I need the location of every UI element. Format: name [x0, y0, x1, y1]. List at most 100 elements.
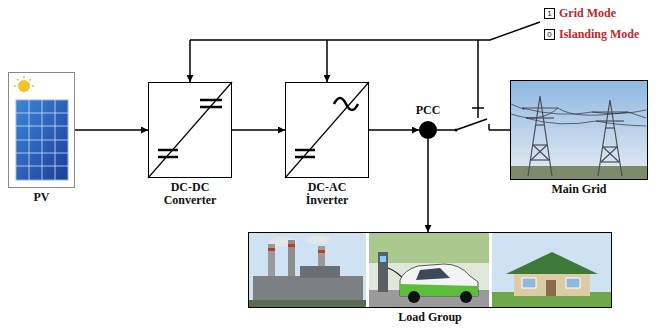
power-grid-picture	[511, 81, 647, 179]
converter-symbol	[158, 149, 178, 152]
switch-symbol	[454, 119, 489, 134]
inverter-symbol	[285, 82, 369, 178]
power-grid-picture	[511, 104, 646, 126]
power-grid-picture	[533, 144, 547, 145]
house-picture	[514, 272, 590, 296]
switch-symbol	[456, 119, 487, 130]
factory-picture	[268, 248, 275, 251]
house-picture	[492, 233, 611, 307]
factory-picture	[318, 250, 325, 253]
power-grid-picture	[601, 147, 617, 162]
solar-panel-picture	[30, 79, 32, 81]
node-caption: Main Grid	[551, 183, 606, 196]
connector	[369, 129, 419, 131]
connector	[232, 129, 285, 131]
power-grid-picture	[603, 146, 617, 147]
house-picture	[522, 278, 536, 288]
solar-panel-picture	[9, 73, 74, 187]
solar-panel-picture	[16, 113, 68, 114]
load-group-box: Load Group	[248, 232, 612, 308]
inverter-symbol	[285, 82, 369, 178]
solar-panel-picture	[16, 166, 68, 167]
house-picture	[492, 233, 611, 307]
connector	[427, 139, 429, 232]
connector	[75, 129, 148, 131]
solar-panel-picture	[17, 79, 19, 81]
converter-symbol	[200, 106, 222, 109]
factory-picture	[249, 233, 366, 307]
solar-panel-picture	[23, 76, 25, 78]
converter-box: DC-DC Converter	[148, 82, 232, 178]
solar-panel-picture	[16, 100, 68, 180]
inverter-symbol	[295, 156, 315, 159]
switch-symbol	[488, 124, 490, 130]
node-caption: PV	[34, 191, 50, 204]
power-grid-picture	[511, 108, 646, 118]
mode-number-box: 0	[544, 29, 555, 40]
solar-panel-picture	[16, 100, 68, 180]
inverter-symbol	[295, 149, 315, 152]
house-picture	[506, 252, 598, 274]
node-caption: Load Group	[398, 311, 461, 324]
converter-symbol	[148, 82, 232, 178]
mode-label: Grid Mode	[559, 6, 616, 20]
solar-panel-picture	[32, 85, 34, 87]
control-wire	[189, 40, 191, 82]
solar-panel-picture	[9, 73, 74, 187]
factory-picture	[249, 300, 366, 307]
power-grid-picture	[605, 127, 615, 128]
control-wire	[190, 22, 540, 40]
mode-label: Islanding Mode	[559, 27, 639, 41]
mode-number: 0	[545, 30, 554, 39]
pv-box: PV	[8, 72, 75, 188]
node-caption: PCC	[416, 104, 441, 117]
electric-car-picture	[378, 252, 388, 292]
node-caption: DC-AC İnverter	[291, 181, 363, 207]
solar-panel-picture	[16, 153, 68, 154]
power-grid-picture	[522, 96, 628, 176]
factory-picture	[288, 244, 295, 247]
solar-panel-picture	[18, 80, 30, 92]
electric-car-picture	[369, 233, 489, 307]
solar-panel-picture	[16, 140, 68, 141]
power-grid-picture	[526, 118, 646, 126]
inverter-symbol	[334, 98, 358, 110]
power-grid-picture	[511, 81, 647, 179]
electric-car-picture	[380, 256, 386, 262]
mode-number: 1	[545, 9, 554, 18]
power-grid-picture	[533, 145, 549, 160]
power-grid-picture	[601, 161, 619, 162]
electric-car-picture	[416, 268, 450, 280]
power-grid-picture	[522, 107, 558, 108]
house-picture	[566, 278, 580, 288]
node-caption: DC-DC Converter	[154, 181, 226, 207]
mode-number-box: 1	[544, 8, 555, 19]
main-grid-box: Main Grid	[510, 80, 648, 180]
control-wire	[190, 22, 540, 118]
solar-panel-picture	[14, 76, 34, 86]
converter-symbol	[148, 82, 232, 178]
inverter-box: DC-AC İnverter	[285, 82, 369, 178]
converter-symbol	[200, 99, 222, 102]
power-grid-picture	[535, 124, 545, 125]
factory-picture	[300, 266, 340, 278]
electric-car-picture	[369, 233, 489, 307]
factory-picture	[306, 236, 330, 244]
control-wire	[472, 107, 484, 109]
solar-panel-picture	[16, 126, 68, 127]
switch-symbol	[454, 128, 457, 131]
pcc-node: PCC	[419, 121, 437, 139]
house-picture	[546, 280, 556, 296]
control-wire	[326, 40, 328, 82]
power-grid-picture	[531, 159, 549, 160]
electric-car-picture	[408, 291, 420, 303]
factory-picture	[249, 233, 366, 307]
power-grid-picture	[603, 147, 619, 162]
solar-panel-picture	[14, 85, 16, 87]
power-grid-picture	[596, 120, 624, 121]
converter-symbol	[158, 156, 178, 159]
